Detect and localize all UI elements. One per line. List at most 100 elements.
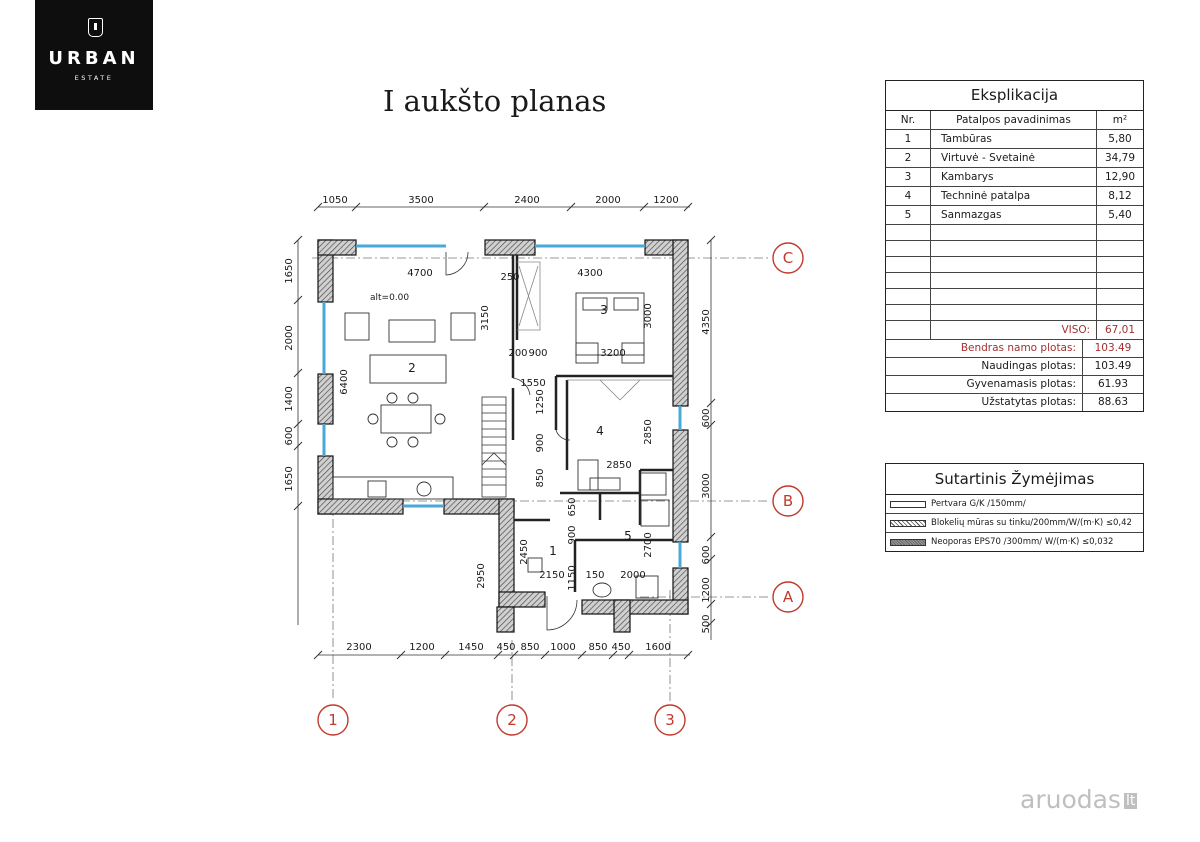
logo-word-urban: URBAN	[48, 48, 140, 69]
inner-dim: 900	[535, 433, 546, 452]
summary-value: 103.49	[1094, 342, 1132, 354]
bottom-dim: 1000	[550, 642, 575, 653]
table-row: 5 Sanmazgas 5,40	[886, 206, 1143, 225]
empty-row	[886, 289, 1143, 305]
inner-dim: 2850	[606, 460, 631, 471]
right-dim: 600	[701, 408, 712, 427]
room-number: 2	[408, 361, 416, 375]
table-row: 4 Techninė patalpa 8,12	[886, 187, 1143, 206]
room-area: 5,80	[1108, 133, 1132, 145]
summary-value: 61.93	[1097, 378, 1129, 390]
legend-table: Sutartinis Žymėjimas Pertvara G/K /150mm…	[885, 463, 1144, 552]
legend-title: Sutartinis Žymėjimas	[886, 464, 1143, 495]
partition-swatch-icon	[890, 500, 926, 508]
room-area: 5,40	[1108, 209, 1132, 221]
inner-dim: 4300	[577, 268, 602, 279]
room-area: 12,90	[1104, 171, 1136, 183]
bottom-dim: 450	[611, 642, 630, 653]
explication-table: Eksplikacija Nr. Patalpos pavadinimas m²…	[885, 80, 1144, 412]
summary-row: Užstatytas plotas: 88.63	[886, 394, 1143, 411]
total-label: VISO:	[931, 321, 1097, 339]
doors	[445, 251, 578, 631]
top-dim: 3500	[408, 195, 433, 206]
logo-word-estate: ESTATE	[74, 74, 114, 82]
left-dim: 1400	[284, 386, 295, 411]
bottom-dim: 2300	[346, 642, 371, 653]
elevation-label: alt=0.00	[370, 293, 409, 303]
axis-bubbles	[317, 242, 804, 736]
inner-dim: 650	[567, 497, 578, 516]
inner-dim: 4700	[407, 268, 432, 279]
inner-dim: 900	[528, 348, 547, 359]
left-dim: 2000	[284, 325, 295, 350]
legend-item-label: Blokelių mūras su tinku/200mm/W/(m·K) ≤0…	[931, 518, 1132, 528]
room-area: 8,12	[1108, 190, 1132, 202]
room-name: Techninė patalpa	[931, 187, 1097, 205]
right-dim: 4350	[701, 309, 712, 334]
summary-label: Bendras namo plotas:	[886, 340, 1083, 357]
right-dim: 500	[701, 614, 712, 633]
inner-dim: 850	[535, 468, 546, 487]
summary-label: Gyvenamasis plotas:	[886, 376, 1083, 393]
room-number: 5	[624, 529, 632, 543]
left-dim: 600	[284, 426, 295, 445]
top-dim: 2000	[595, 195, 620, 206]
summary-label: Užstatytas plotas:	[886, 394, 1083, 411]
room-nr: 3	[886, 168, 931, 186]
windows	[322, 244, 682, 568]
page-title: I aukšto planas	[383, 84, 607, 118]
legend-item-label: Pertvara G/K /150mm/	[931, 499, 1026, 509]
room-area: 34,79	[1104, 152, 1136, 164]
room-nr: 5	[886, 206, 931, 224]
col-header-name: Patalpos pavadinimas	[931, 111, 1097, 129]
room-number: 1	[549, 544, 557, 558]
room-name: Sanmazgas	[931, 206, 1097, 224]
axis-letter: B	[783, 492, 793, 510]
inner-dim: 250	[500, 272, 519, 283]
summary-row: Bendras namo plotas: 103.49	[886, 340, 1143, 358]
room-name: Virtuvė - Svetainė	[931, 149, 1097, 167]
axis-number: 1	[328, 711, 338, 729]
axis-letter: A	[783, 588, 794, 606]
inner-dim: 2850	[643, 419, 654, 444]
watermark-text: aruodas	[1020, 785, 1121, 814]
right-dim: 3000	[701, 473, 712, 498]
bottom-dim: 850	[520, 642, 539, 653]
legend-item: Neoporas EPS70 /300mm/ W/(m·K) ≤0,032	[886, 533, 1143, 551]
watermark-suffix: lt	[1123, 793, 1138, 809]
top-dim: 2400	[514, 195, 539, 206]
summary-row: Gyvenamasis plotas: 61.93	[886, 376, 1143, 394]
empty-row	[886, 273, 1143, 289]
room-name: Tambūras	[931, 130, 1097, 148]
summary-row: Naudingas plotas: 103.49	[886, 358, 1143, 376]
bottom-dim: 1600	[645, 642, 670, 653]
room-number: 4	[596, 424, 604, 438]
room-nr: 1	[886, 130, 931, 148]
inner-dim: 2700	[643, 532, 654, 557]
total-row: VISO: 67,01	[886, 321, 1143, 340]
bottom-dim: 450	[496, 642, 515, 653]
explication-title: Eksplikacija	[886, 81, 1143, 111]
keyhole-icon	[88, 18, 103, 37]
right-dim: 600	[701, 545, 712, 564]
inner-dim: 2000	[620, 570, 645, 581]
plan-labels: 1050 3500 2400 2000 1200 2300 1200 1450 …	[284, 195, 794, 729]
legend-item: Pertvara G/K /150mm/	[886, 495, 1143, 514]
room-nr: 4	[886, 187, 931, 205]
bottom-dim: 1450	[458, 642, 483, 653]
room-name: Kambarys	[931, 168, 1097, 186]
table-row: 2 Virtuvė - Svetainė 34,79	[886, 149, 1143, 168]
room-nr: 2	[886, 149, 931, 167]
bottom-dim: 1200	[409, 642, 434, 653]
room-number: 3	[600, 303, 608, 317]
axis-number: 3	[665, 711, 675, 729]
summary-value: 103.49	[1094, 360, 1132, 372]
bottom-dim: 850	[588, 642, 607, 653]
inner-dim: 2150	[539, 570, 564, 581]
top-dim: 1200	[653, 195, 678, 206]
empty-row	[886, 241, 1143, 257]
col-header-nr: Nr.	[886, 111, 931, 129]
inner-dim: 3200	[600, 348, 625, 359]
